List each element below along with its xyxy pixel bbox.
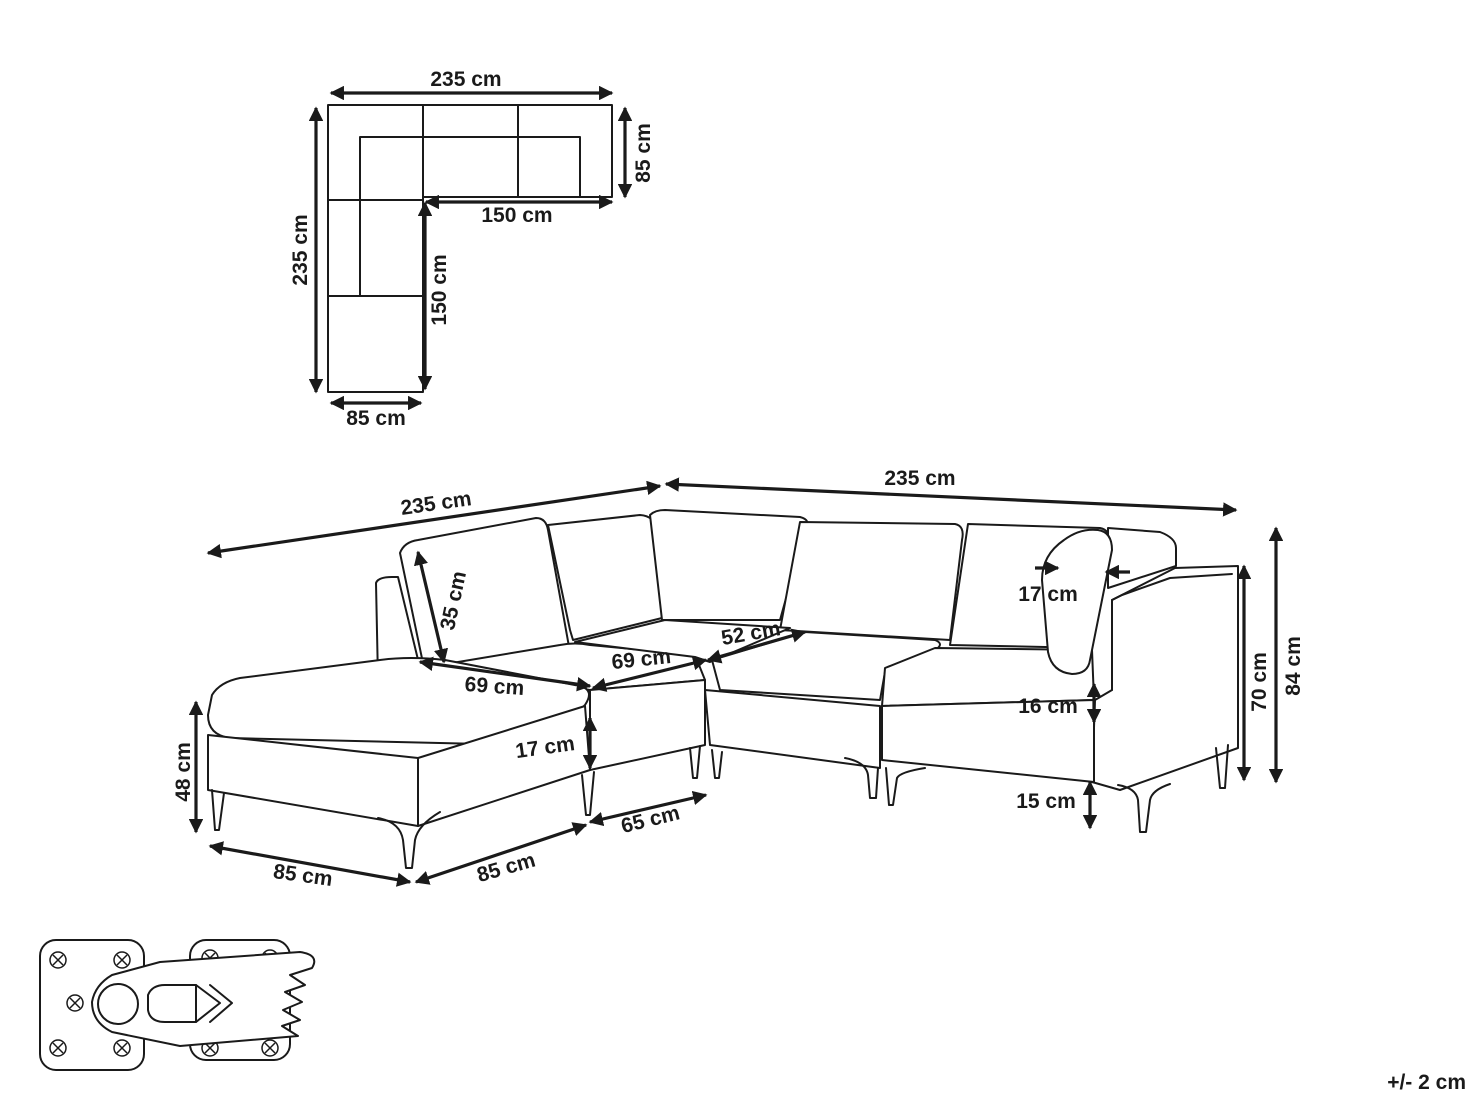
seat-depth-a-arrow [591,656,708,692]
right-armrest-top [1111,573,1233,601]
plan-right-depth-label: 85 cm [632,123,655,183]
leg [885,767,926,806]
base-module-left [589,679,706,771]
armrest-width-label: 17 cm [1018,583,1078,606]
ottoman-width-label: 85 cm [272,860,334,891]
leg-height-label: 15 cm [1016,790,1076,813]
ottoman-width-arrow [208,841,412,887]
connector-detail [39,939,316,1071]
seat-height-total-label: 70 cm [1248,652,1271,712]
ottoman-base [207,734,419,827]
cushion-height-arrow [413,550,449,664]
plan-left-height-label: 235 cm [289,214,312,285]
ottoman-depth-arrow [414,822,588,885]
plan-seat-outline [359,136,581,296]
plan-outline [327,104,613,393]
module-depth-label: 65 cm [619,801,682,838]
seat-depth-b-arrow [418,656,592,692]
leg [844,757,879,799]
tolerance-note: +/- 2 cm [1387,1071,1466,1094]
ottoman-height-label: 48 cm [172,742,195,802]
leg [211,789,225,831]
module-depth-arrow [588,790,708,827]
leg [1117,783,1171,833]
right-length-label: 235 cm [884,467,955,490]
plan-top-width-label: 235 cm [430,68,501,91]
back-height-total-label: 84 cm [1282,636,1305,696]
perspective-view: 235 cm 235 cm 35 cm 17 cm 52 cm 69 cm 69… [172,467,1305,891]
leg [711,749,723,779]
seat-thickness-label: 16 cm [1018,695,1078,718]
seat-cushion-3 [881,647,1095,707]
leg [689,745,701,779]
leg [581,771,595,816]
back-cushion-2 [779,521,964,641]
base-module-corner [704,689,881,769]
seat-depth-b-label: 69 cm [464,673,525,700]
connector-hook [91,951,316,1047]
ottoman-depth-label: 85 cm [474,848,538,887]
plan-view: 235 cm 85 cm 150 cm 235 cm 150 cm 85 cm [289,68,655,430]
right-length-arrow [664,477,1238,517]
plan-bottom-width-label: 85 cm [346,407,406,430]
connector-pivot [97,983,139,1025]
leg [1215,744,1229,789]
connector-slot [147,984,197,1023]
right-armrest [1091,565,1239,791]
corner-depth-arrow [706,628,807,664]
connector-teeth [195,984,233,1023]
ottoman-side [417,705,591,827]
plan-inner-width-label: 150 cm [481,204,552,227]
right-pillow [1041,528,1113,675]
left-length-arrow [206,480,662,559]
plan-inner-height-label: 150 cm [428,254,451,325]
